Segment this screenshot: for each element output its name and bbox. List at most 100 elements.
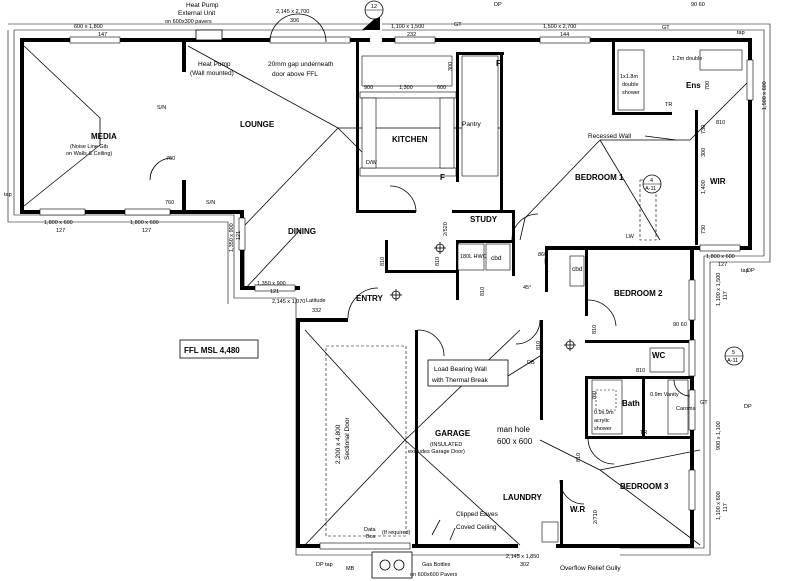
section-marker-5: 5 A-11 — [724, 346, 744, 366]
dp-label-3: DP — [316, 562, 324, 568]
gas-bottles-1: Gas Bottles — [422, 562, 451, 568]
section-marker-a: 12 — [362, 0, 384, 30]
fridge-label-1: F — [496, 59, 501, 68]
media-note-1: (Noise Line Gib — [70, 144, 108, 150]
dim-127-a: 127 — [56, 228, 65, 234]
room-garage: GARAGE — [435, 429, 471, 438]
room-wc: WC — [652, 351, 666, 360]
dim-300: 300 — [701, 148, 707, 157]
dim-232: 232 — [407, 32, 416, 38]
dim-760-bath: 760 — [592, 391, 598, 400]
room-wir: WIR — [710, 177, 726, 186]
dim-810-bed3: 810 — [576, 453, 582, 462]
sn-label-2: S/N — [206, 200, 215, 206]
lw-label: LW — [626, 234, 635, 240]
garage-note-2: excludes Garage Door) — [408, 449, 465, 455]
load-bearing-callout-box — [427, 359, 509, 387]
load-bearing-1: Load Bearing Wall — [434, 366, 487, 373]
data-box-1: Data — [364, 527, 377, 533]
dim-1100x1500: 1,100 x 1,500 — [391, 24, 424, 30]
room-dining: DINING — [288, 227, 316, 236]
tr-label-1: TR — [665, 102, 672, 108]
section-5-sheet: A-11 — [727, 358, 738, 364]
dim-117-a: 117 — [723, 291, 729, 300]
dim-2710: 2/710 — [593, 510, 599, 524]
dim-332: 332 — [312, 308, 321, 314]
dim-760-a: 760 — [166, 156, 175, 162]
dim-1350x900: 1,350 x 900 — [257, 281, 286, 287]
dim-810-bed2: 810 — [592, 325, 598, 334]
dimension-labels: 600 x 1,800 147 2,145 x 2,700 306 1,100 … — [44, 2, 735, 568]
rotated-dimensions: 810 810 2/520 730 730 1,400 300 1,350 x … — [229, 62, 768, 524]
kitchen-benches — [359, 49, 743, 543]
dim-730-a: 730 — [701, 225, 707, 234]
dim-600x1800: 600 x 1,800 — [74, 24, 103, 30]
room-media: MEDIA — [91, 132, 117, 141]
heat-pump-wall-2: (Wall mounted) — [190, 70, 234, 77]
tap-label-1: tap — [737, 30, 745, 36]
double-shower-2: double — [622, 82, 639, 88]
room-kitchen: KITCHEN — [392, 135, 428, 144]
coved-ceiling: Coved Ceiling — [456, 524, 497, 531]
section-4-sheet: A-11 — [645, 186, 656, 192]
light-points — [390, 242, 576, 351]
sectional-door-outline — [325, 345, 407, 537]
eaves-outline — [7, 23, 771, 556]
tap-label-2: tap — [741, 268, 749, 274]
manhole-1: man hole — [497, 425, 530, 434]
dim-45-deg: 45° — [523, 285, 531, 291]
gap-note-2: door above FFL — [272, 71, 318, 78]
dim-810-b: 810 — [636, 368, 645, 374]
gap-note-1: 20mm gap underneath — [268, 61, 334, 68]
gas-bottles-2: on 600x600 Pavers — [410, 572, 458, 578]
dim-730-b: 730 — [701, 125, 707, 134]
cupboard-2: cbd — [491, 255, 502, 262]
dim-900x1100: 900 x 1,100 — [716, 421, 722, 450]
dim-90-top: 90 60 — [691, 2, 705, 8]
dim-1800x600-c: 1,800 x 600 — [706, 254, 735, 260]
latitude-label: Latitude — [306, 298, 326, 304]
mb-label: MB — [346, 566, 355, 572]
room-pantry: Pantry — [462, 121, 482, 128]
dim-147: 147 — [98, 32, 107, 38]
dim-600: 600 — [437, 85, 446, 91]
room-bedroom-3: BEDROOM 3 — [620, 482, 669, 491]
ffl-box — [179, 339, 259, 359]
heat-pump-ext-1: Heat Pump — [186, 2, 219, 9]
heat-pump-ext-2: External Unit — [178, 10, 215, 17]
dim-1800x600-a: 1,800 x 600 — [44, 220, 73, 226]
room-bedroom-1: BEDROOM 1 — [575, 173, 624, 182]
dim-1800x600-b: 1,800 x 600 — [130, 220, 159, 226]
room-lounge: LOUNGE — [240, 120, 275, 129]
dim-810-a: 810 — [716, 120, 725, 126]
dim-810-study: 810 — [480, 287, 486, 296]
dim-121: 121 — [270, 289, 279, 295]
dim-1300: 1,300 — [399, 85, 413, 91]
section-4-number: 4 — [650, 178, 653, 184]
fridge-label-2: F — [440, 173, 445, 182]
dim-1500x2700: 1,500 x 2,700 — [543, 24, 576, 30]
dim-90-60: 90 60 — [673, 322, 687, 328]
dim-121-side: 121 — [236, 231, 242, 240]
dim-810-c: 810 — [380, 257, 386, 266]
sn-label-1: S/N — [157, 105, 166, 111]
dp-label-4: DP — [744, 404, 752, 410]
if-required: (If required) — [382, 530, 411, 536]
dim-306: 306 — [290, 18, 299, 24]
double-shower-3: shower — [622, 90, 640, 96]
garage-note-1: (INSULATED — [430, 442, 462, 448]
tr-label-2: TR — [640, 430, 647, 436]
ffl-label: FFL MSL 4,480 — [184, 346, 240, 355]
dim-1500x600: 1,500 x 600 — [762, 81, 768, 110]
room-study: STUDY — [470, 215, 498, 224]
media-note-2: on Walls & Ceiling) — [66, 151, 112, 157]
room-bath: Bath — [622, 399, 640, 408]
gas-bottles — [371, 551, 413, 579]
dim-700-ens: 700 — [705, 81, 711, 90]
heat-pump-wall-1: Heat Pump — [198, 61, 231, 68]
notes: Heat Pump External Unit on 600x300 paver… — [4, 2, 755, 578]
gt-label-2: GT — [662, 25, 670, 31]
sectional-door-2: Sectional Door — [344, 417, 351, 460]
gt-label-1: GT — [454, 22, 462, 28]
